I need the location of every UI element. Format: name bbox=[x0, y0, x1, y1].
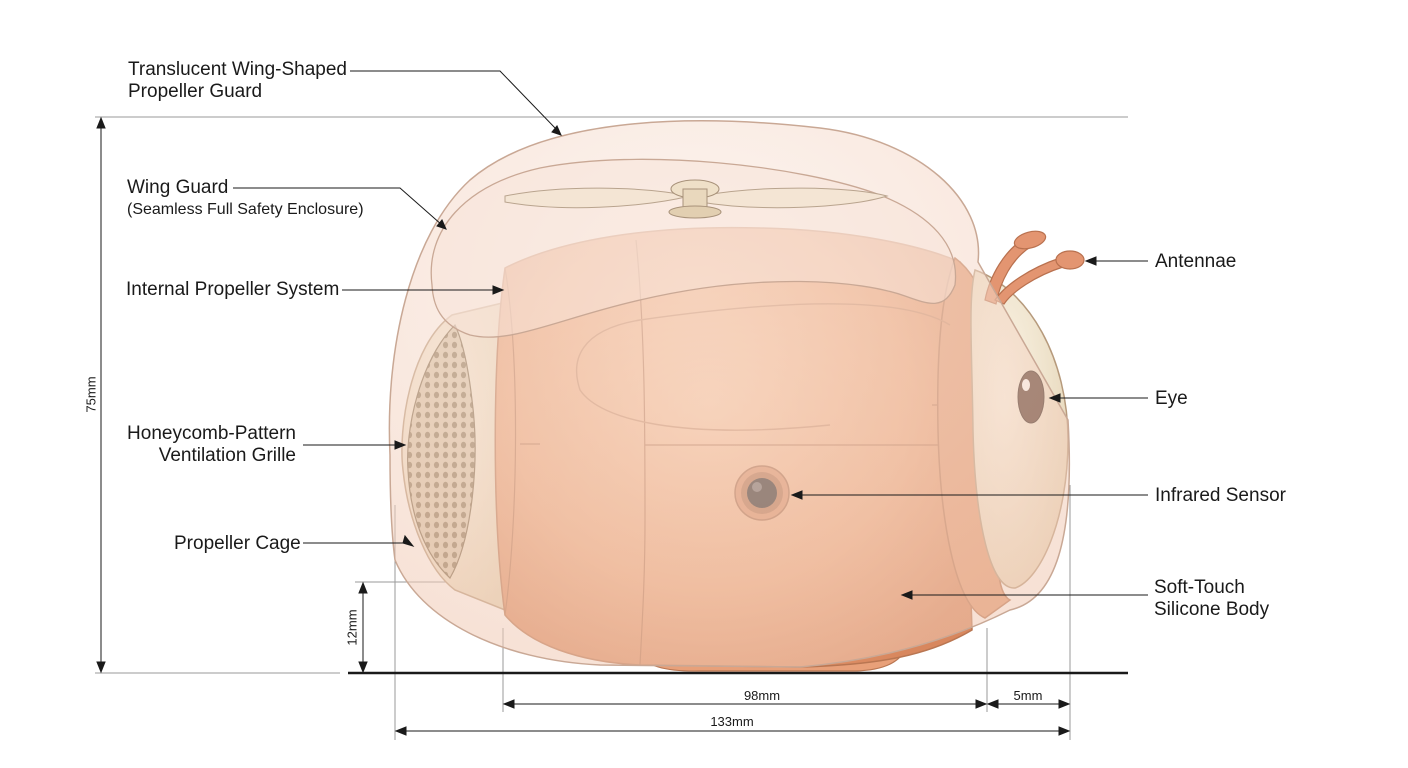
propeller bbox=[504, 179, 889, 219]
label-line: Ventilation Grille bbox=[158, 445, 296, 466]
label-line: Silicone Body bbox=[1154, 599, 1270, 620]
label-line: (Seamless Full Safety Enclosure) bbox=[127, 201, 364, 218]
dim-height-total: 75mm bbox=[83, 376, 99, 413]
label-eye: Eye bbox=[1155, 388, 1188, 409]
label-line: Translucent Wing-Shaped bbox=[128, 59, 347, 80]
antennae bbox=[984, 230, 1085, 305]
label-antennae: Antennae bbox=[1155, 251, 1237, 272]
label-propeller-cage: Propeller Cage bbox=[174, 533, 301, 554]
dim-total-width: 133mm bbox=[710, 714, 754, 729]
label-ventilation-grille: Honeycomb-Pattern Ventilation Grille bbox=[100, 423, 296, 467]
label-line: Wing Guard bbox=[127, 177, 229, 198]
label-infrared-sensor: Infrared Sensor bbox=[1155, 485, 1286, 506]
label-wing-propeller-guard: Translucent Wing-Shaped Propeller Guard bbox=[128, 59, 347, 103]
label-silicone-body: Soft-Touch Silicone Body bbox=[1154, 577, 1269, 621]
label-line: Soft-Touch bbox=[1154, 577, 1245, 598]
leader-lines bbox=[233, 70, 1148, 600]
label-wing-guard: Wing Guard (Seamless Full Safety Enclosu… bbox=[127, 177, 364, 221]
dim-body-width: 98mm bbox=[743, 688, 781, 703]
dim-head-offset: 5mm bbox=[1013, 688, 1043, 703]
dim-ground-clearance: 12mm bbox=[344, 609, 360, 646]
label-internal-propeller-system: Internal Propeller System bbox=[126, 279, 340, 300]
label-line: Honeycomb-Pattern bbox=[127, 423, 296, 444]
label-line: Propeller Guard bbox=[128, 81, 263, 102]
dimension-arrows bbox=[96, 116, 1071, 736]
